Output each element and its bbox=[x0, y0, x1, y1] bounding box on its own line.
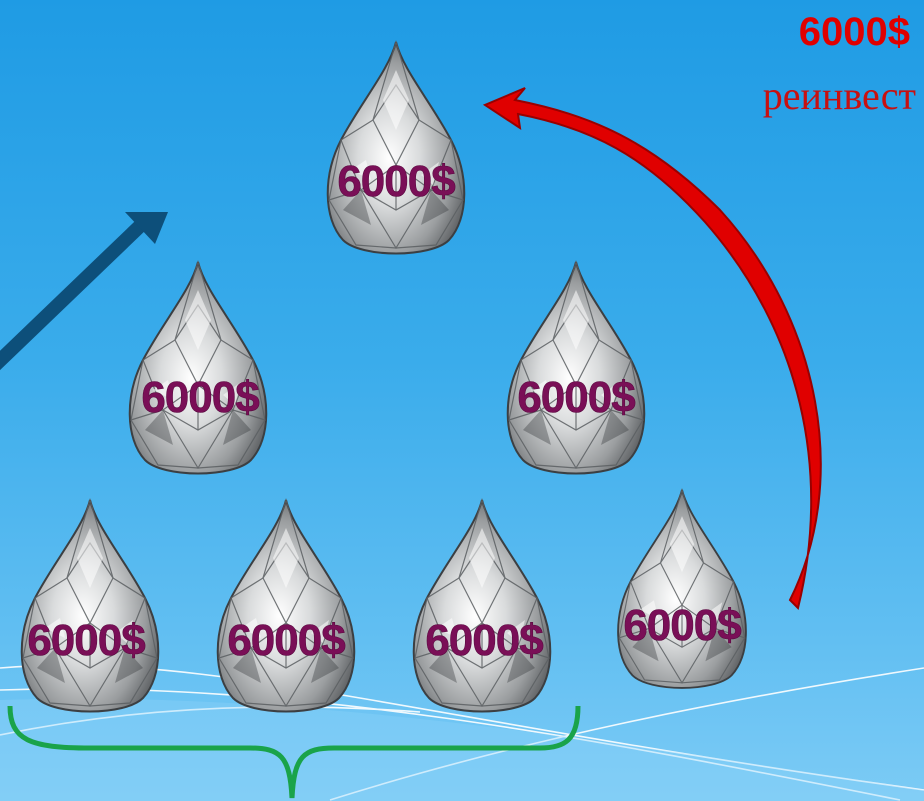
diamond-bottom-2: 6000$ bbox=[216, 498, 356, 713]
diamond-bottom-1: 6000$ bbox=[20, 498, 160, 713]
pear-cut-diamond-icon bbox=[20, 498, 160, 713]
diamond-value-label: 6000$ bbox=[517, 373, 635, 422]
pear-cut-diamond-icon bbox=[128, 260, 268, 475]
diamond-value-label: 6000$ bbox=[141, 373, 259, 422]
diamond-value-label: 6000$ bbox=[27, 616, 145, 665]
pear-cut-diamond-icon bbox=[326, 40, 466, 255]
diamond-value-label: 6000$ bbox=[227, 616, 345, 665]
curly-brace-icon bbox=[7, 705, 581, 799]
pear-cut-diamond-icon bbox=[506, 260, 646, 475]
diamond-top: 6000$ bbox=[326, 40, 466, 255]
diamond-value-label: 6000$ bbox=[337, 157, 455, 206]
pear-cut-diamond-icon bbox=[216, 498, 356, 713]
reinvest-amount: 6000$ bbox=[798, 10, 910, 54]
diamond-bottom-3: 6000$ bbox=[412, 498, 552, 713]
reinvest-curved-arrow-icon bbox=[482, 87, 822, 610]
growth-arrow-icon bbox=[0, 212, 168, 371]
diamond-mid-left: 6000$ bbox=[128, 260, 268, 475]
reinvest-caption: реинвест bbox=[762, 73, 916, 118]
diamond-mid-right: 6000$ bbox=[506, 260, 646, 475]
diamond-value-label: 6000$ bbox=[425, 616, 543, 665]
diamond-value-label: 6000$ bbox=[623, 601, 741, 650]
pear-cut-diamond-icon bbox=[617, 488, 747, 689]
pear-cut-diamond-icon bbox=[412, 498, 552, 713]
diamond-bottom-4: 6000$ bbox=[617, 488, 747, 689]
